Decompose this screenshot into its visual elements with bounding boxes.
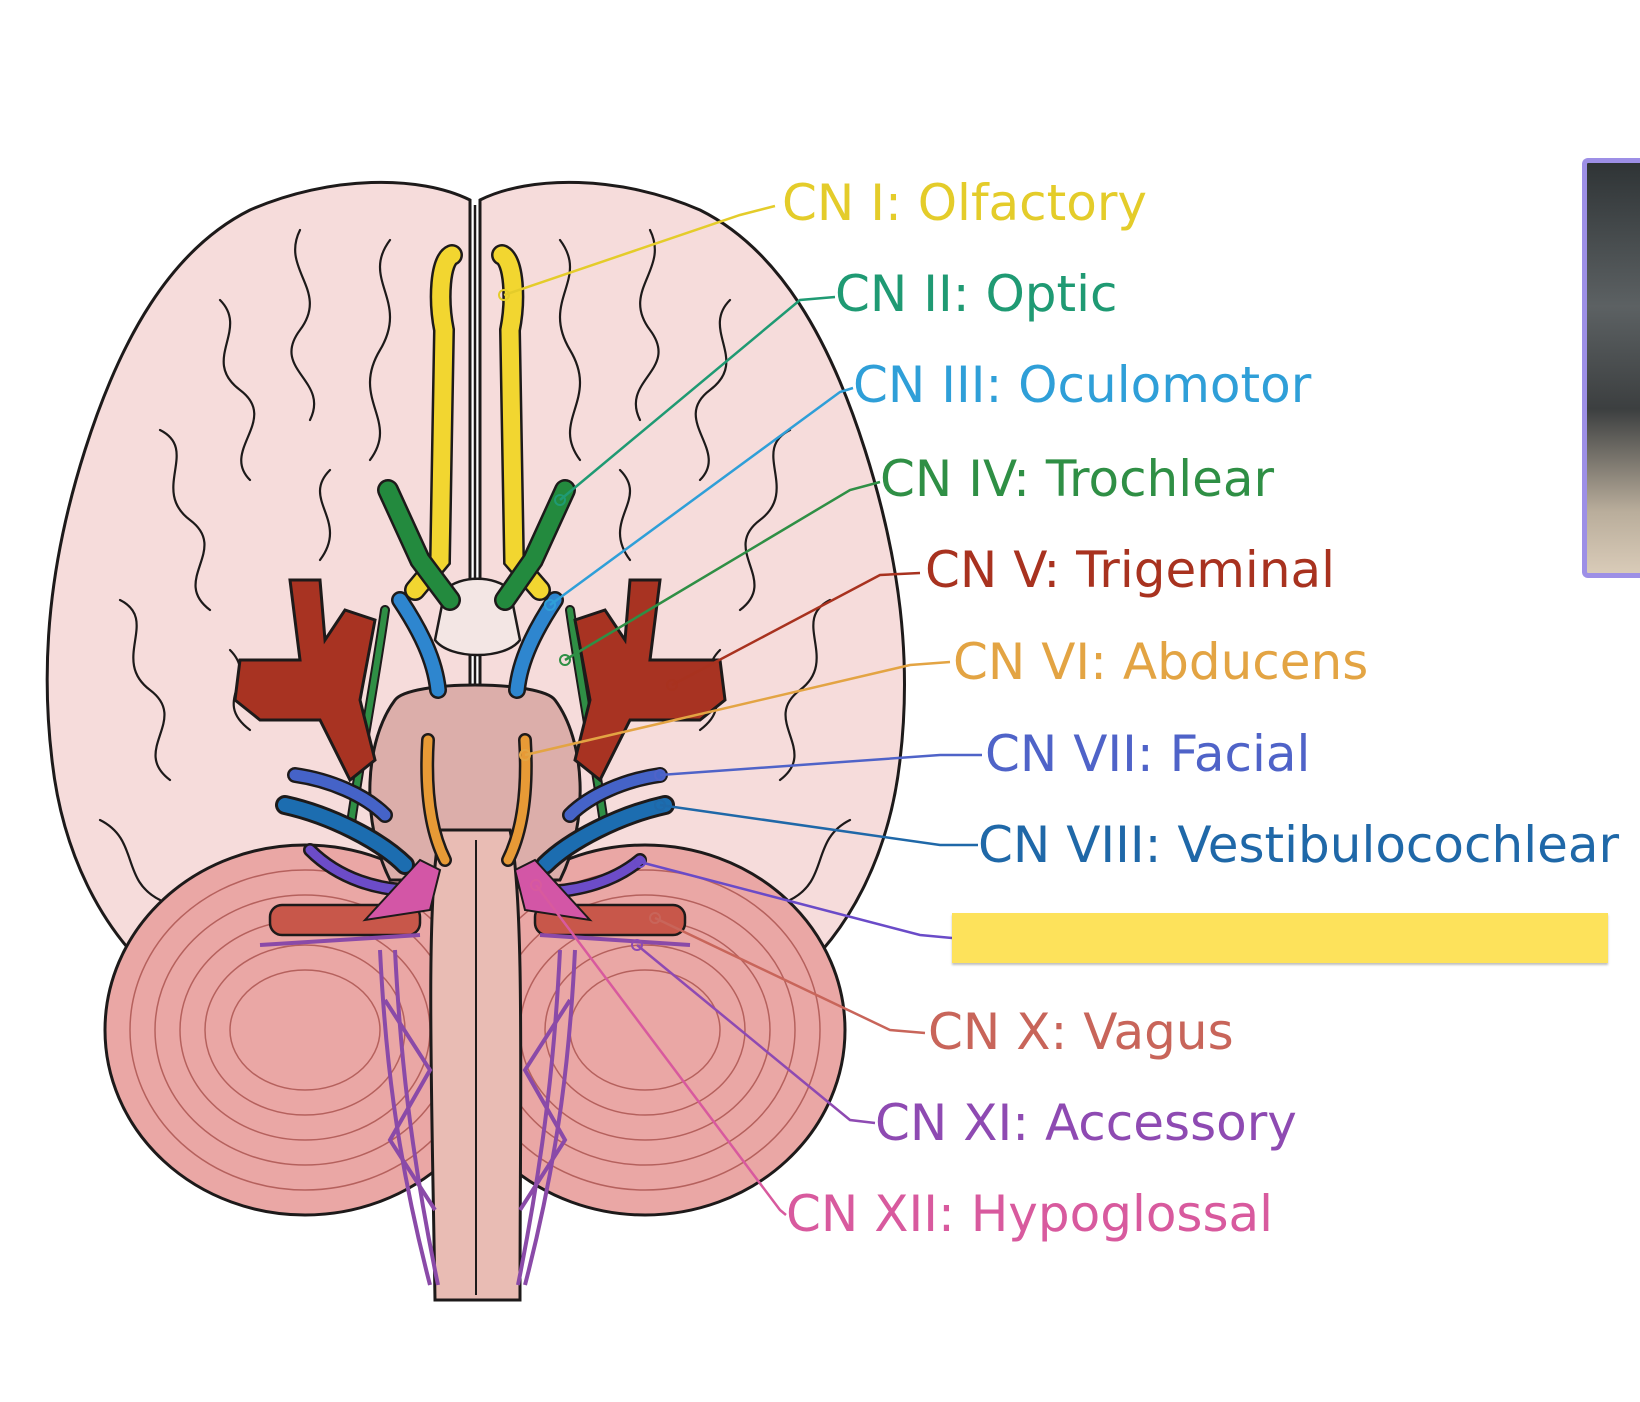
accessory-nerves [259,933,691,1286]
label-cn8: CN VIII: Vestibulocochlear [978,816,1619,874]
leader-cn12 [535,884,787,1216]
redacted-label-highlight [952,913,1608,963]
leader-cn1 [503,204,776,297]
video-thumbnail [1582,158,1640,578]
leader-cn6 [524,660,951,757]
leader-cn5 [671,571,921,687]
facial-nerves [287,767,668,823]
leader-cn4 [564,480,881,662]
optic-nerves [377,479,576,611]
leader-lines [503,204,982,1216]
leader-dots [498,289,678,951]
leader-cn8 [659,803,978,847]
label-cn2: CN II: Optic [835,265,1118,323]
leader-cn3 [549,386,854,607]
leader-cn9 [639,860,953,940]
leader-cn11 [636,944,876,1125]
label-cn10: CN X: Vagus [928,1003,1234,1061]
leader-cn10 [654,916,926,1035]
vestibulocochlear-nerves [275,795,675,875]
label-cn11: CN XI: Accessory [875,1094,1297,1152]
label-cn7: CN VII: Facial [985,725,1310,783]
label-cn1: CN I: Olfactory [782,174,1147,232]
label-cn5: CN V: Trigeminal [925,541,1335,599]
label-cn3: CN III: Oculomotor [853,356,1312,414]
leader-cn7 [659,753,982,777]
labels: CN I: Olfactory CN II: Optic CN III: Ocu… [782,174,1619,1243]
leader-cn2 [559,295,836,501]
abducens-nerves [420,733,533,867]
label-cn12: CN XII: Hypoglossal [786,1185,1273,1243]
label-cn6: CN VI: Abducens [953,633,1368,691]
hypoglossal-nerves [362,858,593,922]
brainstem [368,683,582,1302]
olfactory-nerves [404,244,551,601]
label-cn4: CN IV: Trochlear [880,450,1275,508]
trigeminal-nerves [233,578,727,783]
